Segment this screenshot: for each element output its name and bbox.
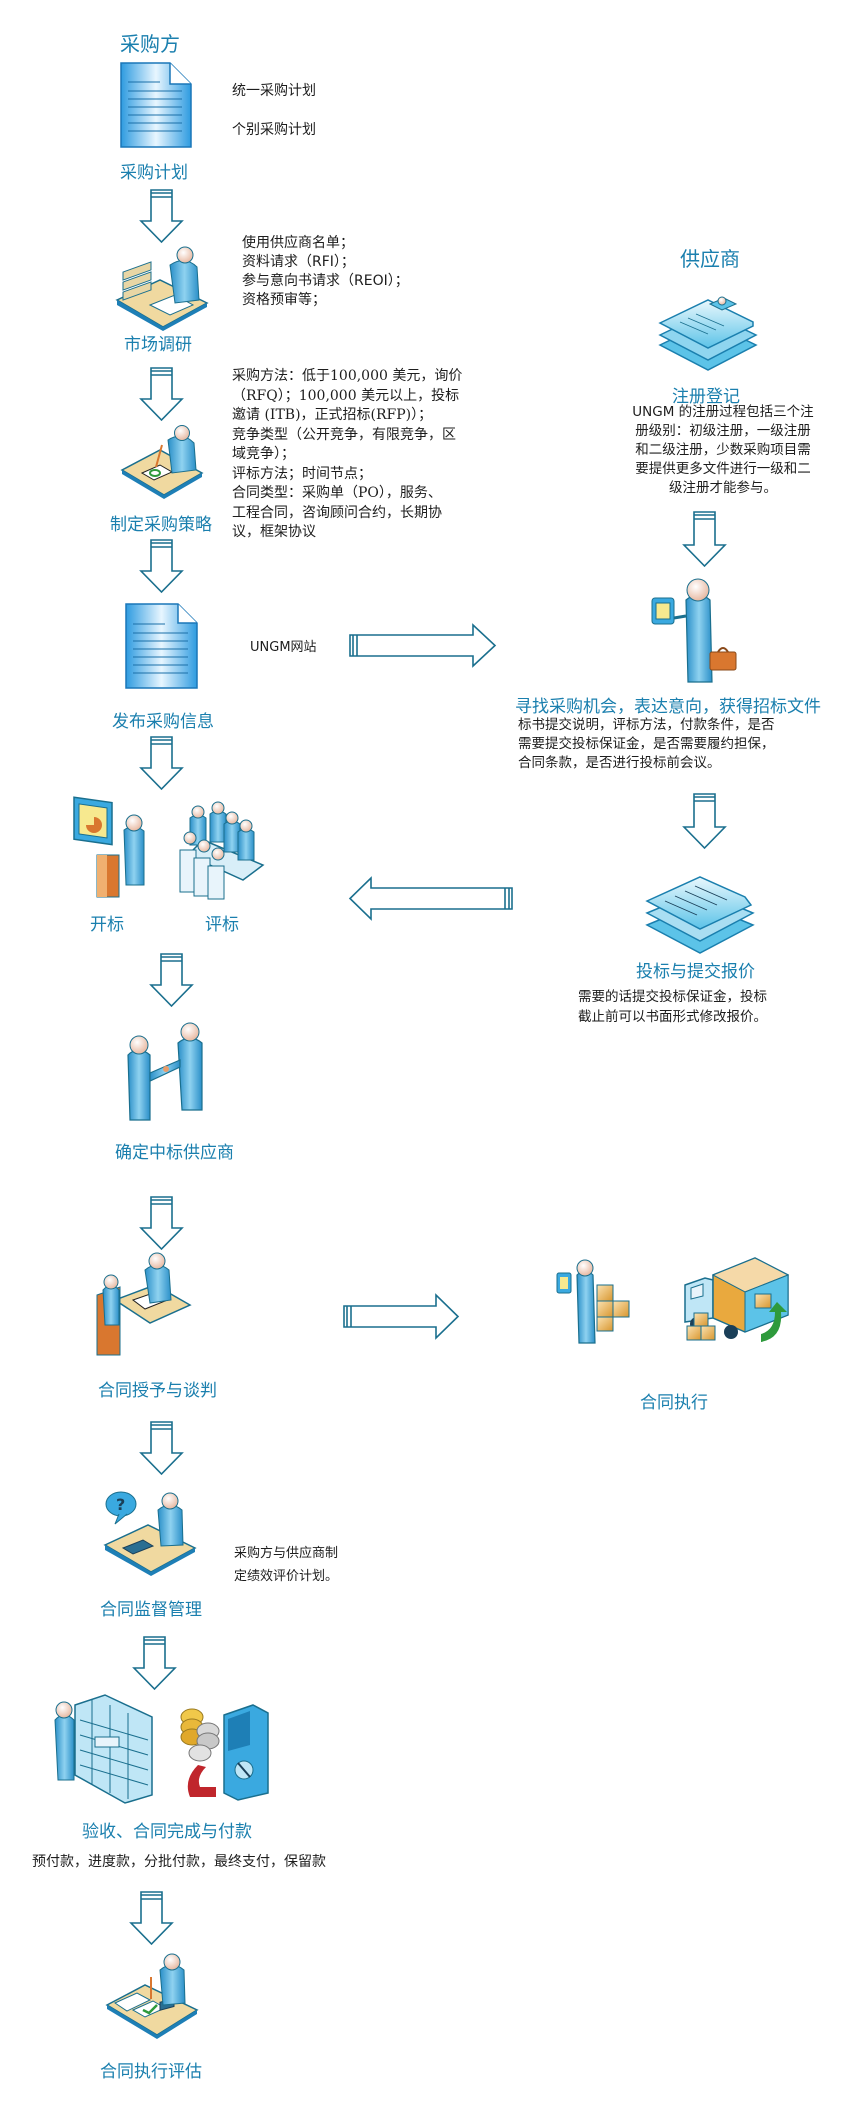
step-label-acceptance-payment: 验收、合同完成与付款 <box>82 1822 252 1842</box>
note-line: 册级别：初级注册，一级注册 <box>635 423 811 439</box>
note-performance-plan-1: 采购方与供应商制 <box>234 1546 339 1561</box>
buyer-column-title: 采购方 <box>120 32 180 56</box>
note-line: 合同条款，是否进行投标前会议。 <box>518 755 721 771</box>
step-label-contract-execution: 合同执行 <box>640 1393 708 1413</box>
note-payment-types: 预付款，进度款，分批付款，最终支付，保留款 <box>32 1854 326 1870</box>
note-line: 竞争类型（公开竞争，有限竞争，区 <box>232 426 456 443</box>
note-line: 合同类型：采购单（PO），服务、 <box>232 485 442 501</box>
down-arrow-icon <box>139 367 184 422</box>
note-prequalification: 资格预审等； <box>242 292 326 308</box>
strategy-notes: 采购方法：低于100,000 美元，询价 （RFQ）；100,000 美元以上，… <box>232 367 462 543</box>
down-arrow-icon <box>129 1891 174 1946</box>
planner-at-desk-icon <box>120 425 204 499</box>
note-ungm-website: UNGM网站 <box>250 640 317 655</box>
note-line: 议，框架协议 <box>232 524 316 540</box>
step-label-procurement-strategy: 制定采购策略 <box>110 515 212 535</box>
note-line: 评标方法；时间节点； <box>232 465 372 482</box>
handshake-icon <box>127 1022 203 1121</box>
delivery-truck-icon <box>684 1257 790 1342</box>
note-line: 需要的话提交投标保证金，投标 <box>578 989 767 1005</box>
bid-papers-icon <box>645 876 755 954</box>
meeting-table-icon <box>179 801 265 900</box>
note-line: 标书提交说明，评标方法，付款条件，是否 <box>518 717 775 733</box>
note-unified-plan: 统一采购计划 <box>232 83 316 99</box>
supplier-column-title: 供应商 <box>680 247 740 271</box>
note-supplier-list: 使用供应商名单； <box>242 235 354 251</box>
bid-notes: 需要的话提交投标保证金，投标 截止前可以书面形式修改报价。 <box>578 987 767 1027</box>
document-icon <box>120 62 192 148</box>
step-label-contract-monitoring: 合同监督管理 <box>100 1600 202 1620</box>
step-label-submit-bid: 投标与提交报价 <box>636 962 755 982</box>
note-line: （RFQ）；100,000 美元以上，投标 <box>232 387 460 404</box>
note-line: UNGM 的注册过程包括三个注 <box>632 404 814 420</box>
right-arrow-icon <box>349 623 497 668</box>
note-line: 域竞争）； <box>232 446 295 462</box>
note-line: 截止前可以书面形式修改报价。 <box>578 1009 767 1025</box>
down-arrow-icon <box>682 511 727 568</box>
down-arrow-icon <box>139 736 184 791</box>
step-label-registration: 注册登记 <box>672 387 740 407</box>
registration-papers-icon <box>658 296 758 371</box>
document-icon <box>125 603 198 689</box>
note-line: 采购方法：低于100,000 美元，询价 <box>232 368 463 384</box>
right-arrow-icon <box>343 1293 460 1340</box>
step-label-bid-opening: 开标 <box>90 915 124 935</box>
note-line: 工程合同，咨询顾问合约，长期协 <box>232 504 442 521</box>
step-label-find-opportunities: 寻找采购机会，表达意向，获得招标文件 <box>515 697 821 717</box>
down-arrow-icon <box>139 189 184 244</box>
down-arrow-icon <box>139 1421 184 1476</box>
phone-desk-question-icon: ? <box>103 1491 197 1576</box>
note-line: 和二级注册，少数采购项目需 <box>635 442 811 458</box>
step-label-procurement-plan: 采购计划 <box>120 163 188 183</box>
person-briefcase-computer-icon <box>651 578 737 683</box>
svg-text:?: ? <box>116 1495 125 1514</box>
down-arrow-icon <box>149 953 194 1008</box>
left-arrow-icon <box>348 876 513 921</box>
note-performance-plan-2: 定绩效评价计划。 <box>234 1569 339 1584</box>
step-label-publish-info: 发布采购信息 <box>112 712 214 732</box>
server-rack-person-icon <box>54 1694 153 1804</box>
coins-safe-icon <box>180 1704 269 1801</box>
evaluator-desk-icon <box>105 1953 199 2039</box>
down-arrow-icon <box>682 793 727 850</box>
note-individual-plan: 个别采购计划 <box>232 122 316 138</box>
step-label-market-research: 市场调研 <box>124 335 192 355</box>
presenter-podium-icon <box>73 796 145 898</box>
down-arrow-icon <box>132 1636 177 1691</box>
step-label-select-supplier: 确定中标供应商 <box>115 1143 234 1163</box>
step-label-bid-evaluation: 评标 <box>205 915 239 935</box>
note-line: 级注册才能参与。 <box>669 480 777 496</box>
note-line: 需要提交投标保证金，是否需要履约担保， <box>518 736 775 752</box>
step-label-execution-evaluation: 合同执行评估 <box>100 2062 202 2082</box>
down-arrow-icon <box>139 539 184 594</box>
opportunity-notes: 标书提交说明，评标方法，付款条件，是否 需要提交投标保证金，是否需要履约担保， … <box>518 716 775 773</box>
person-boxes-icon <box>556 1259 630 1344</box>
step-label-award-negotiation: 合同授予与谈判 <box>98 1381 217 1401</box>
note-line: 邀请 (ITB)，正式招标(RFP)）； <box>232 407 433 423</box>
negotiation-desk-icon <box>96 1252 192 1356</box>
researcher-at-desk-icon <box>115 246 209 331</box>
note-rfi: 资料请求（RFI）； <box>242 254 355 270</box>
down-arrow-icon <box>139 1196 184 1251</box>
note-reoi: 参与意向书请求（REOI）； <box>242 273 409 289</box>
registration-notes: UNGM 的注册过程包括三个注 册级别：初级注册，一级注册 和二级注册，少数采购… <box>597 403 849 498</box>
note-line: 要提供更多文件进行一级和二 <box>635 461 811 477</box>
